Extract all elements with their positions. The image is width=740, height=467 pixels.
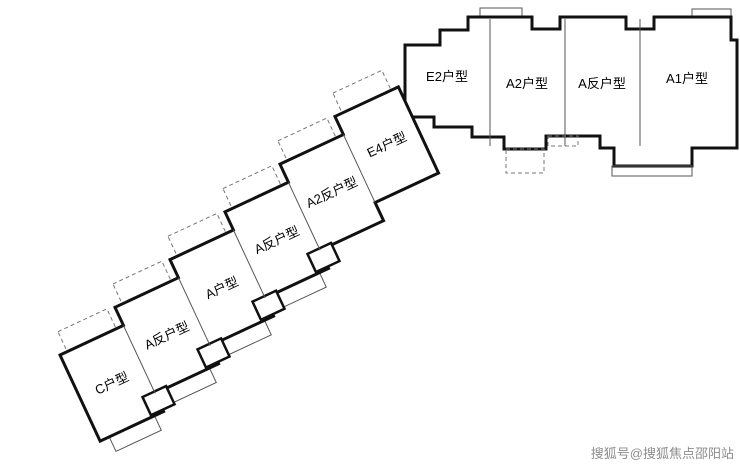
unit-label-e2: E2户型 [426,69,468,84]
canopy-dashed-rect [277,117,337,162]
canopy-dashed-rect [505,148,545,174]
unit-divider [232,229,266,299]
unit-label-a2: A2户型 [506,76,548,91]
right-wing: E2户型 A2户型 A反户型 A1户型 [403,7,739,177]
canopy-dashed-rect [112,260,172,305]
unit-label-a1: A1户型 [666,71,708,86]
canopy-dashed-rect [332,69,392,114]
right-wing-outline [403,15,739,168]
canopy-dashed-rect [167,212,227,257]
unit-divider [287,182,321,251]
canopy-dashed-rect [222,165,282,210]
canopy-dashed-rect [57,308,117,353]
unit-label-a-rev-right: A反户型 [578,76,626,91]
unit-divider [122,325,156,394]
diagonal-wing: C户型 A反户型 A户型 A反户型 A2反户型 E4户型 [57,69,441,453]
unit-divider [177,277,211,346]
canopy-dashed-rect [547,135,579,147]
unit-divider [342,134,376,203]
balcony-rect [611,165,693,177]
watermark: 搜狐号@搜狐焦点邵阳站 [591,446,734,461]
